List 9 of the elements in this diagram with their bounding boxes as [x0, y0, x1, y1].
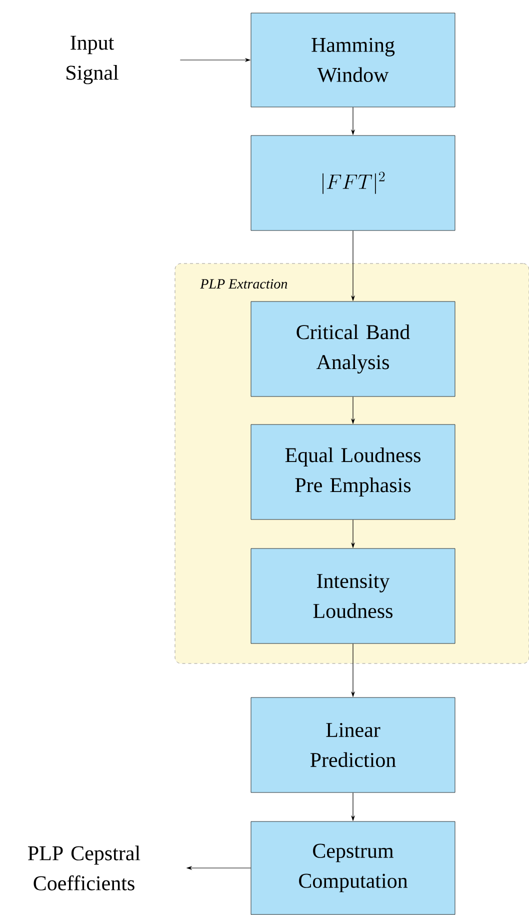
text-label: PLP Cepstral Coefficients: [28, 846, 140, 890]
process-box: $|FFT|^2$: [250, 135, 456, 231]
process-box: Critical Band Analysis: [250, 301, 456, 397]
process-box: Linear Prediction: [250, 697, 456, 793]
process-box: Equal Loudness Pre Emphasis: [250, 424, 456, 520]
text-label: Input Signal: [66, 36, 118, 84]
process-box: Intensity Loudness: [250, 548, 456, 644]
process-box: Cepstrum Computation: [250, 821, 456, 915]
process-box: Hamming Window: [250, 12, 456, 108]
